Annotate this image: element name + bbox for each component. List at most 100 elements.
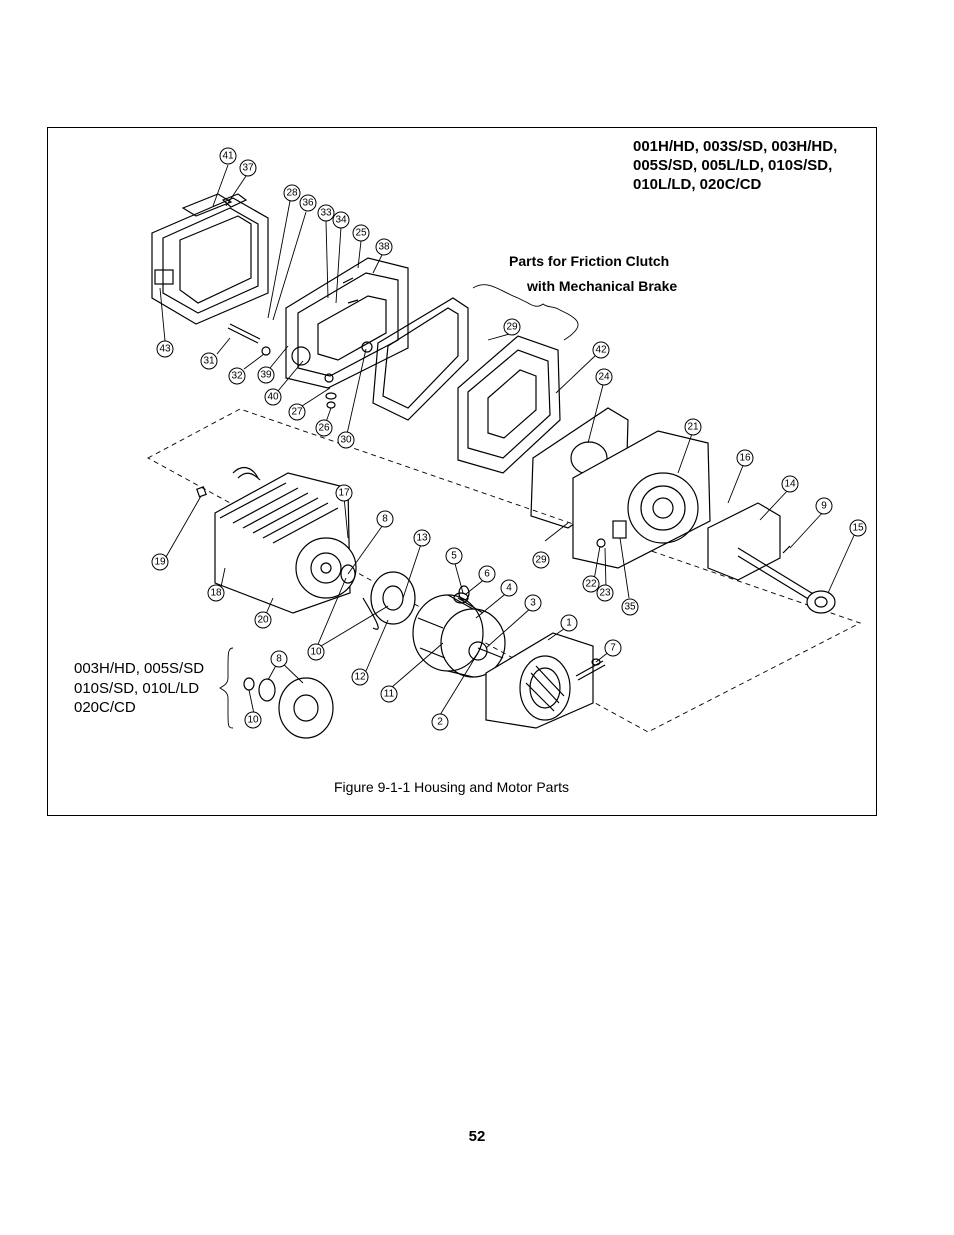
model-heading-line-3: 010L/LD, 020C/CD [633, 176, 762, 193]
small-fasteners [227, 323, 606, 681]
callout-43: 43 [156, 340, 174, 358]
callout-27: 27 [288, 403, 306, 421]
svg-text:12: 12 [354, 672, 366, 683]
svg-text:41: 41 [222, 151, 234, 162]
svg-text:33: 33 [320, 208, 332, 219]
clutch-plate [457, 335, 561, 474]
svg-text:21: 21 [687, 422, 699, 433]
friction-clutch-line-2: with Mechanical Brake [526, 278, 677, 294]
callout-22: 22 [582, 575, 600, 593]
svg-text:22: 22 [585, 579, 597, 590]
figure-caption: Figure 9-1-1 Housing and Motor Parts [334, 779, 569, 795]
svg-text:20: 20 [257, 615, 269, 626]
callout-10: 10 [307, 643, 325, 661]
callout-18: 18 [207, 584, 225, 602]
svg-text:30: 30 [340, 435, 352, 446]
svg-text:31: 31 [203, 356, 215, 367]
svg-text:10: 10 [310, 647, 322, 658]
svg-text:14: 14 [784, 479, 796, 490]
svg-text:2: 2 [437, 717, 443, 728]
svg-text:40: 40 [267, 392, 279, 403]
svg-text:29: 29 [506, 322, 518, 333]
model-heading-line-1: 001H/HD, 003S/SD, 003H/HD, [633, 138, 837, 155]
rotor-assembly [707, 502, 836, 614]
svg-text:13: 13 [416, 533, 428, 544]
callout-29-upper: 29 [503, 318, 521, 336]
gearbox-cover [151, 193, 269, 325]
alternate-models-line-1: 003H/HD, 005S/SD [74, 660, 204, 677]
motor-housing [196, 466, 357, 614]
alternate-models-line-3: 020C/CD [74, 699, 136, 716]
callout-33: 33 [317, 204, 335, 222]
svg-text:5: 5 [451, 551, 457, 562]
svg-text:18: 18 [210, 588, 222, 599]
callout-39: 39 [257, 366, 275, 384]
callout-8: 8 [376, 510, 394, 528]
callout-3: 3 [524, 594, 542, 612]
svg-text:11: 11 [384, 689, 395, 700]
callout-28: 28 [283, 184, 301, 202]
callout-13: 13 [413, 529, 431, 547]
fan-cover [485, 632, 594, 729]
alternate-models-brace [219, 647, 234, 729]
svg-text:42: 42 [595, 345, 607, 356]
callout-24: 24 [595, 368, 613, 386]
svg-text:23: 23 [599, 588, 611, 599]
callout-41: 41 [219, 147, 237, 165]
callout-25: 25 [352, 224, 370, 242]
model-heading: 001H/HD, 003S/SD, 003H/HD, 005S/SD, 005L… [633, 138, 837, 193]
svg-text:39: 39 [260, 370, 272, 381]
callout-21: 21 [684, 418, 702, 436]
svg-text:8: 8 [276, 654, 282, 665]
svg-text:4: 4 [506, 583, 512, 594]
svg-text:29: 29 [535, 555, 547, 566]
gasket-left [372, 297, 469, 421]
callout-26: 26 [315, 419, 333, 437]
callout-2: 2 [431, 713, 449, 731]
svg-text:6: 6 [484, 569, 490, 580]
callout-4: 4 [500, 579, 518, 597]
svg-text:43: 43 [159, 344, 171, 355]
alternate-models-line-2: 010S/SD, 010L/LD [74, 680, 199, 697]
svg-text:24: 24 [598, 372, 610, 383]
callout-11: 11 [380, 685, 398, 703]
callout-17: 17 [335, 484, 353, 502]
svg-text:32: 32 [231, 371, 243, 382]
svg-text:3: 3 [530, 598, 536, 609]
motor-frame [572, 430, 711, 569]
svg-text:27: 27 [291, 407, 303, 418]
page-number: 52 [468, 1128, 486, 1145]
figure-frame: 001H/HD, 003S/SD, 003H/HD, 005S/SD, 005L… [47, 127, 877, 816]
brake-assembly [340, 564, 416, 630]
svg-text:38: 38 [378, 242, 390, 253]
callout-23: 23 [596, 584, 614, 602]
callout-19: 19 [151, 553, 169, 571]
svg-text:1: 1 [566, 618, 572, 629]
callout-37: 37 [239, 159, 257, 177]
gear-case-housing [285, 257, 409, 389]
callout-34: 34 [332, 211, 350, 229]
callout-9: 9 [815, 497, 833, 515]
svg-text:10: 10 [247, 715, 259, 726]
callout-35: 35 [621, 598, 639, 616]
alternate-models-label: 003H/HD, 005S/SD 010S/SD, 010L/LD 020C/C… [74, 660, 204, 716]
callout-6: 6 [478, 565, 496, 583]
fan [412, 594, 506, 678]
callout-31: 31 [200, 352, 218, 370]
callout-42: 42 [592, 341, 610, 359]
callout-30: 30 [337, 431, 355, 449]
svg-text:28: 28 [286, 188, 298, 199]
callout-32: 32 [228, 367, 246, 385]
callout-14: 14 [781, 475, 799, 493]
friction-clutch-brace [472, 284, 579, 341]
callout-36: 36 [299, 194, 317, 212]
svg-text:34: 34 [335, 215, 347, 226]
svg-text:25: 25 [355, 228, 367, 239]
callout-10-alternate: 10 [244, 711, 262, 729]
callout-5: 5 [445, 547, 463, 565]
svg-text:17: 17 [338, 488, 350, 499]
callout-38: 38 [375, 238, 393, 256]
callout-29-lower: 29 [532, 551, 550, 569]
svg-text:35: 35 [624, 602, 636, 613]
svg-text:7: 7 [610, 643, 616, 654]
